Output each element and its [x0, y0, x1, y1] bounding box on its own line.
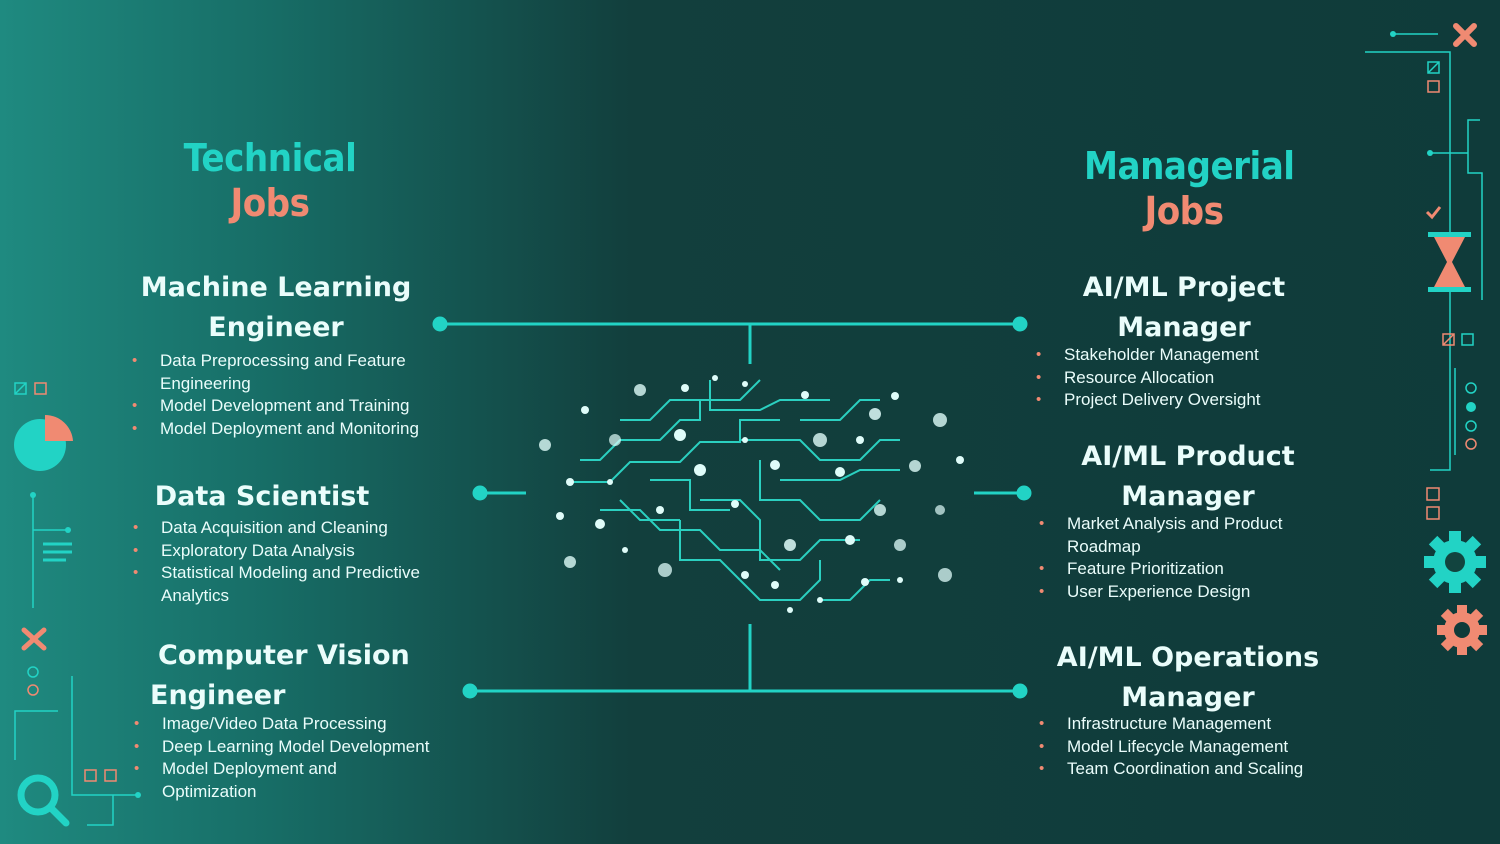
heading-line2: Jobs — [230, 181, 310, 225]
list-item: Deep Learning Model Development — [134, 736, 434, 759]
pie-chart-icon — [14, 414, 73, 471]
bullet-list-operations-manager: Infrastructure Management Model Lifecycl… — [1039, 713, 1339, 781]
bullet-list-cv-engineer: Image/Video Data Processing Deep Learnin… — [134, 713, 434, 803]
left-decorations — [14, 382, 141, 827]
job-title-line2: Engineer — [150, 680, 286, 711]
connector-lines — [432, 316, 1032, 699]
heading-line2: Jobs — [1144, 189, 1224, 233]
technical-jobs-heading: Technical Jobs — [170, 136, 370, 226]
job-title-data-scientist: Data Scientist — [112, 477, 412, 517]
list-item: Image/Video Data Processing — [134, 713, 434, 736]
list-item: User Experience Design — [1039, 581, 1339, 604]
bullet-list-ml-engineer: Data Preprocessing and Feature Engineeri… — [132, 350, 432, 440]
gear-icon — [1437, 605, 1487, 655]
list-icon — [43, 542, 72, 562]
close-icon — [1453, 23, 1477, 47]
job-title-line1: AI/ML Product — [1081, 441, 1295, 472]
job-title-cv-engineer: Computer Vision Engineer — [150, 636, 450, 716]
job-title-operations-manager: AI/ML Operations Manager — [1028, 638, 1348, 718]
hourglass-icon — [1428, 232, 1471, 292]
list-item: Model Deployment and Monitoring — [132, 418, 432, 441]
job-title-line1: AI/ML Operations — [1056, 642, 1320, 673]
right-decorations — [1365, 23, 1487, 655]
job-title-line2: Engineer — [208, 312, 344, 343]
job-title-project-manager: AI/ML Project Manager — [1034, 268, 1334, 348]
bullet-list-project-manager: Stakeholder Management Resource Allocati… — [1036, 344, 1336, 412]
close-icon — [21, 627, 47, 651]
job-title-line2: Manager — [1121, 682, 1255, 713]
job-title-line2: Manager — [1121, 481, 1255, 512]
list-item: Market Analysis and Product Roadmap — [1039, 513, 1307, 558]
list-item: Model Development and Training — [132, 395, 432, 418]
list-item: Model Deployment and Optimization — [134, 758, 382, 803]
list-item: Statistical Modeling and Predictive Anal… — [133, 562, 433, 607]
list-item: Feature Prioritization — [1039, 558, 1339, 581]
heading-line1: Managerial — [1084, 144, 1295, 188]
list-item: Infrastructure Management — [1039, 713, 1339, 736]
list-item: Project Delivery Oversight — [1036, 389, 1336, 412]
list-item: Resource Allocation — [1036, 367, 1336, 390]
list-item: Stakeholder Management — [1036, 344, 1336, 367]
circuit-glow-dots — [539, 375, 964, 613]
list-item: Model Lifecycle Management — [1039, 736, 1339, 759]
bullet-list-product-manager: Market Analysis and Product Roadmap Feat… — [1039, 513, 1339, 603]
job-title-line1: Data Scientist — [154, 481, 370, 512]
checkmark-icon — [1425, 206, 1442, 220]
job-title-line1: Machine Learning — [140, 272, 412, 303]
bullet-list-data-scientist: Data Acquisition and Cleaning Explorator… — [133, 517, 433, 607]
magnifier-icon — [17, 774, 70, 827]
list-item: Exploratory Data Analysis — [133, 540, 433, 563]
list-item: Team Coordination and Scaling — [1039, 758, 1339, 781]
circuit-brain-icon — [570, 379, 900, 601]
job-title-line1: Computer Vision — [158, 640, 410, 671]
list-item: Data Preprocessing and Feature Engineeri… — [132, 350, 432, 395]
job-title-product-manager: AI/ML Product Manager — [1038, 437, 1338, 517]
heading-line1: Technical — [183, 136, 357, 180]
gear-icon — [1424, 531, 1486, 593]
job-title-line2: Manager — [1117, 312, 1251, 343]
job-title-ml-engineer: Machine Learning Engineer — [126, 268, 426, 348]
job-title-line1: AI/ML Project — [1082, 272, 1286, 303]
managerial-jobs-heading: Managerial Jobs — [1084, 144, 1295, 234]
list-item: Data Acquisition and Cleaning — [133, 517, 433, 540]
